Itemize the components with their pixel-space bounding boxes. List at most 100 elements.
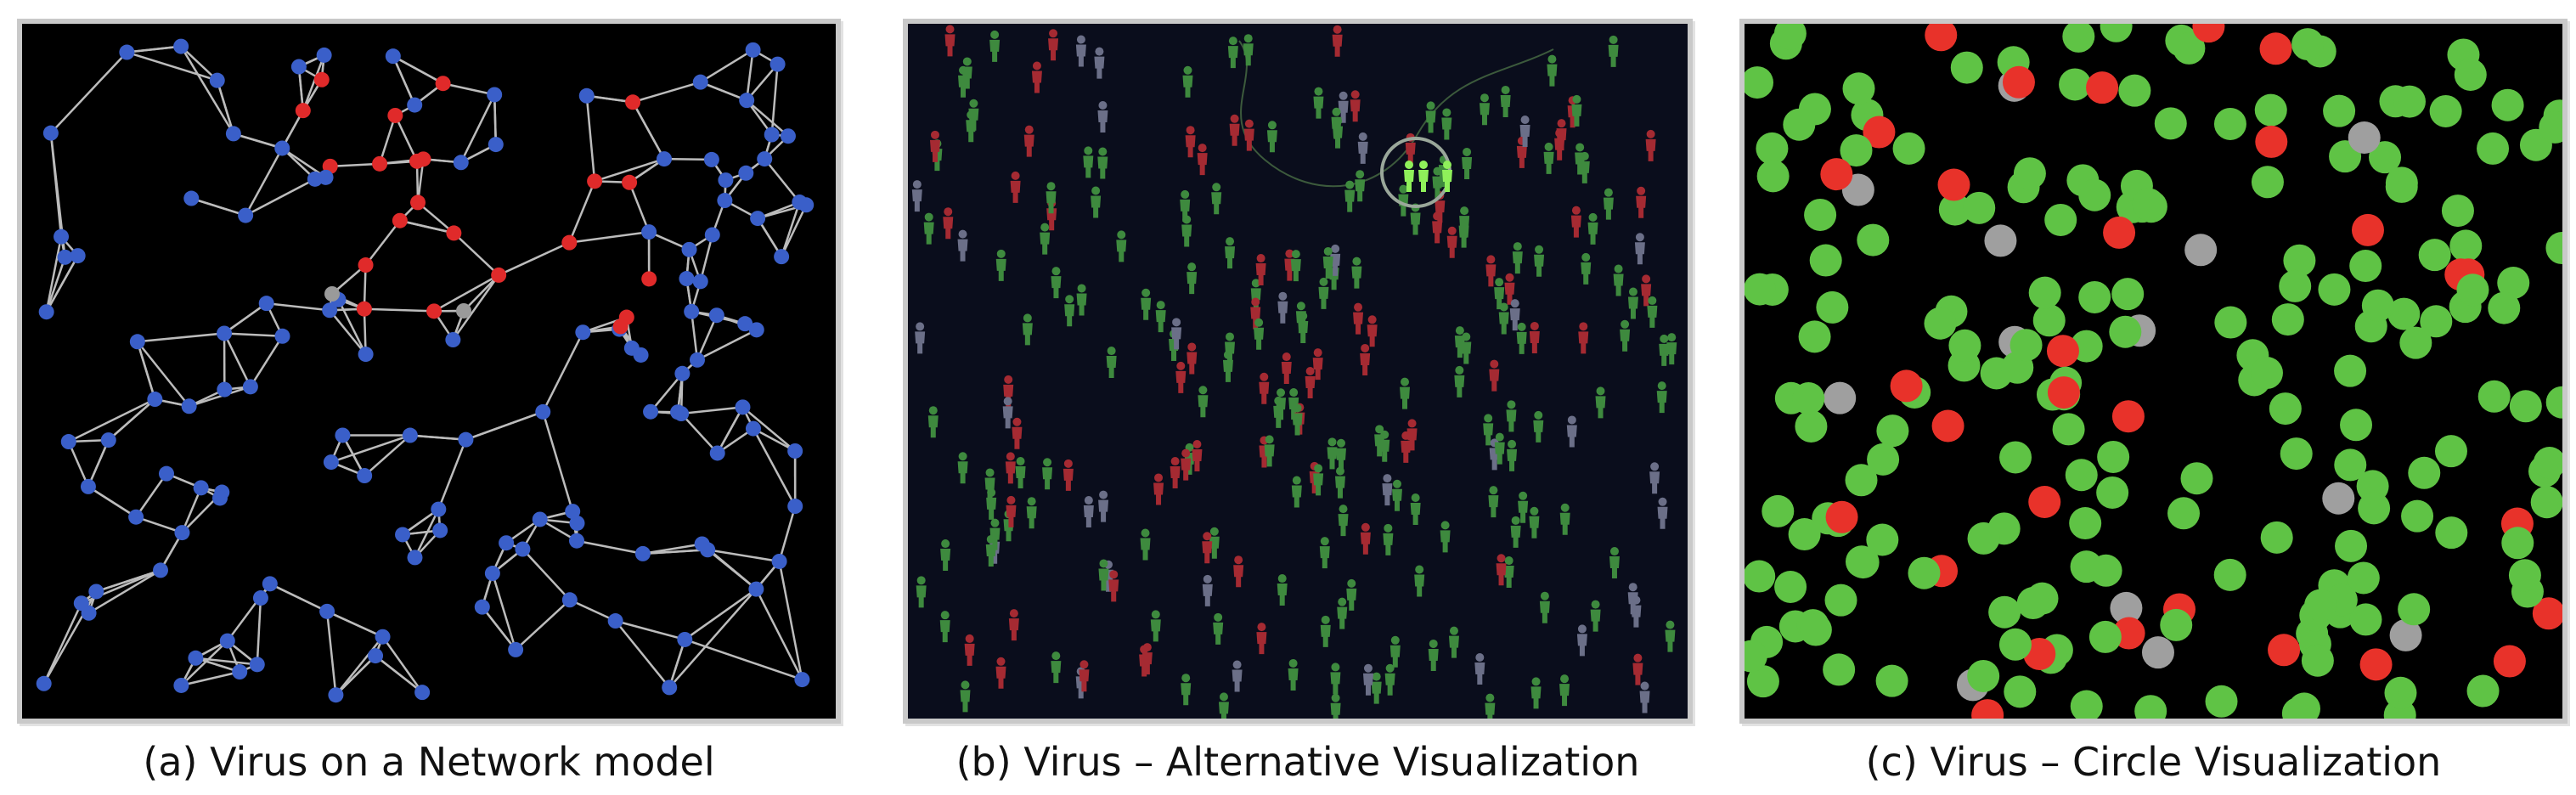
person-icon xyxy=(1632,653,1643,685)
person-icon xyxy=(1320,615,1331,647)
agent-circle xyxy=(2154,107,2187,140)
agent-circle xyxy=(2259,32,2292,65)
person-icon xyxy=(1290,250,1301,282)
network-edge xyxy=(392,55,416,106)
person-icon xyxy=(1406,419,1418,451)
person-icon xyxy=(1498,302,1509,335)
person-icon xyxy=(1063,459,1074,491)
agent-circle xyxy=(1863,116,1896,149)
person-icon xyxy=(1504,273,1515,305)
person-icon xyxy=(1428,639,1439,671)
person-icon xyxy=(964,634,975,666)
agent-circle xyxy=(1845,545,1878,578)
caption-circle-visualization: (c) Virus – Circle Visualization xyxy=(1865,739,2442,785)
network-node xyxy=(313,71,330,87)
network-node xyxy=(435,76,451,92)
network-edge xyxy=(330,162,380,168)
agent-circle xyxy=(2213,558,2246,591)
network-node xyxy=(633,347,649,363)
agent-circle xyxy=(2134,695,2167,719)
network-node xyxy=(274,328,290,344)
network-edge xyxy=(707,549,780,563)
network-edges xyxy=(42,45,808,696)
network-edge xyxy=(585,95,596,182)
network-edge xyxy=(437,439,467,510)
network-node xyxy=(625,94,641,110)
network-edge xyxy=(341,434,366,476)
person-icon xyxy=(1322,246,1333,279)
person-icon xyxy=(989,30,1001,62)
network-edge xyxy=(716,406,744,454)
person-icon xyxy=(1500,85,1511,117)
network-node xyxy=(181,398,197,414)
person-icon xyxy=(1197,144,1208,176)
agent-circle xyxy=(2347,561,2380,595)
agent-circle xyxy=(2283,244,2316,277)
person-icon xyxy=(1042,458,1053,490)
person-icon xyxy=(1462,147,1473,179)
person-icon xyxy=(1008,609,1019,641)
person-icon xyxy=(1026,497,1037,529)
agent-circle xyxy=(1876,414,1909,448)
person-icon xyxy=(1442,161,1452,192)
person-icon xyxy=(1318,277,1329,309)
person-icon xyxy=(943,207,954,240)
network-edge xyxy=(329,309,367,355)
agent-circle xyxy=(2044,203,2077,236)
person-icon xyxy=(1225,237,1236,269)
network-edge xyxy=(746,63,779,101)
agent-circle xyxy=(2408,456,2441,489)
person-icon xyxy=(1559,503,1570,535)
network-edge xyxy=(632,81,702,104)
person-icon xyxy=(995,249,1006,281)
network-edge xyxy=(127,51,218,82)
network-node xyxy=(219,633,235,649)
network-node xyxy=(410,195,426,211)
network-node xyxy=(407,550,423,566)
person-icon xyxy=(1379,430,1390,462)
network-node xyxy=(258,296,274,312)
person-icon xyxy=(1229,114,1240,146)
agent-circle xyxy=(1788,518,1821,551)
caption-network-model: (a) Virus on a Network model xyxy=(143,739,715,785)
person-icon xyxy=(1180,189,1191,222)
network-node xyxy=(569,515,585,531)
person-icon xyxy=(1533,410,1544,443)
person-icon xyxy=(1254,318,1265,350)
network-node xyxy=(499,535,515,551)
person-icon xyxy=(1534,245,1545,277)
network-node xyxy=(335,427,351,443)
network-edge xyxy=(700,81,747,102)
person-icon xyxy=(989,518,1001,550)
network-edge xyxy=(266,302,330,312)
agent-circle xyxy=(2493,645,2526,678)
person-icon xyxy=(1576,624,1587,657)
network-edge xyxy=(778,505,797,562)
agent-circle xyxy=(1845,464,1878,497)
person-icon xyxy=(1281,352,1292,385)
network-node xyxy=(750,211,766,227)
person-icon xyxy=(1425,101,1436,133)
person-icon xyxy=(1337,597,1348,629)
network-edge xyxy=(498,241,570,277)
person-icon xyxy=(1291,476,1302,508)
network-edge xyxy=(49,51,128,134)
person-icon xyxy=(1496,554,1507,586)
agent-circle xyxy=(2280,437,2313,471)
agent-circle xyxy=(1756,160,1790,193)
person-icon xyxy=(1587,212,1598,245)
network-node xyxy=(57,249,73,265)
person-icon xyxy=(1273,396,1284,428)
agent-circle xyxy=(1745,273,1776,306)
person-icon xyxy=(1414,565,1425,597)
network-node xyxy=(252,590,268,606)
network-node xyxy=(407,97,423,113)
network-node xyxy=(634,545,651,561)
agent-circle xyxy=(2062,24,2095,53)
person-icon xyxy=(1264,435,1275,467)
agent-circle xyxy=(2545,386,2562,419)
network-node xyxy=(704,227,720,243)
network-node xyxy=(656,151,672,167)
network-edge xyxy=(755,589,803,680)
person-icon xyxy=(1211,183,1222,215)
